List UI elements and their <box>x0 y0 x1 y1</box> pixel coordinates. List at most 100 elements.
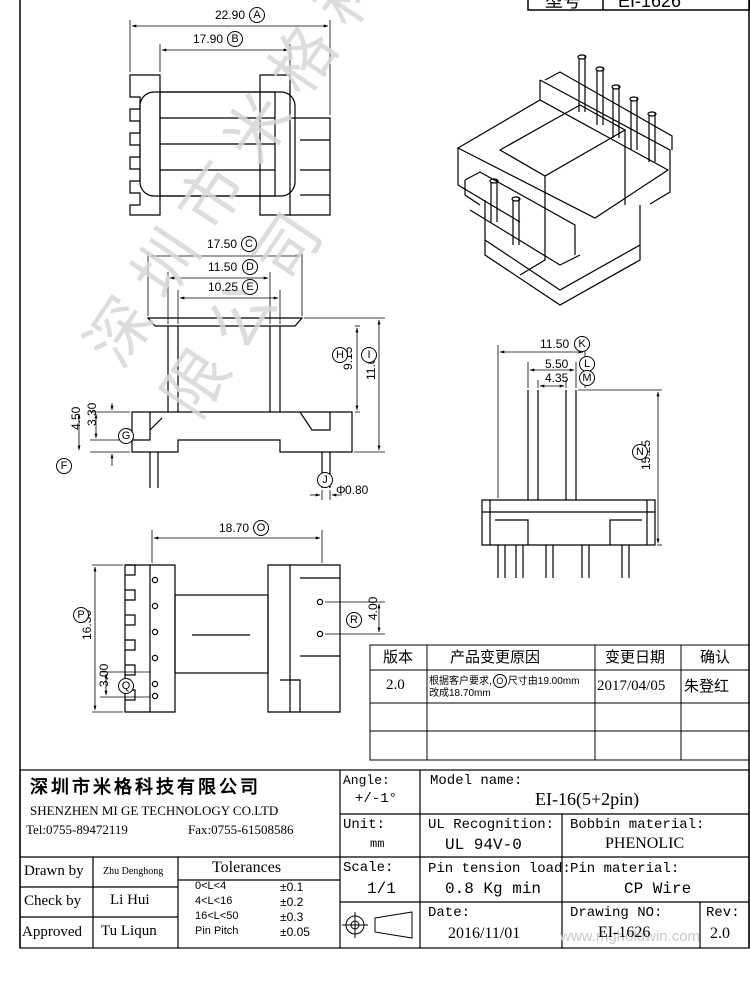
dim-value-d: 11.50 <box>208 260 238 274</box>
rev-header-confirm: 确认 <box>700 649 731 666</box>
rev-row-reason-tag: O <box>492 674 507 688</box>
top-view <box>129 74 331 216</box>
dim-tag-c: C <box>241 236 257 252</box>
unit-value: mm <box>370 837 385 851</box>
drawn-by-label: Drawn by <box>24 863 84 879</box>
rev-value: 2.0 <box>710 925 730 942</box>
dim-tag-f: F <box>56 458 72 474</box>
scale-value: 1/1 <box>367 880 396 898</box>
front-view-dimensions <box>77 252 385 500</box>
rev-row-version: 2.0 <box>386 677 405 693</box>
bobbin-value: PHENOLIC <box>605 835 685 852</box>
dim-value-m: 4.35 <box>545 371 569 385</box>
rev-row-confirm: 朱登红 <box>684 678 730 695</box>
ul-label: UL Recognition: <box>428 817 555 833</box>
tension-value: 0.8 Kg min <box>445 880 542 898</box>
bobbin-label: Bobbin material: <box>570 817 705 833</box>
tolerance-value: ±0.2 <box>280 895 304 909</box>
side-view-dimensions <box>497 345 662 546</box>
dim-value-j: 0.80 <box>345 483 369 497</box>
approved-name: Tu Liqun <box>101 923 157 939</box>
dim-tag-q: Q <box>118 678 134 694</box>
tolerance-value: ±0.05 <box>280 925 310 939</box>
company-tel: Tel:0755-89472119 <box>26 822 128 837</box>
dim-value-f: 4.50 <box>69 406 83 430</box>
angle-value: +/-1° <box>355 791 398 807</box>
tolerance-value: ±0.3 <box>280 910 304 924</box>
dim-tag-n: N <box>632 444 648 460</box>
tolerances-title: Tolerances <box>212 859 282 876</box>
unit-label: Unit: <box>343 817 386 833</box>
dim-tag-d: D <box>242 259 258 275</box>
rev-header-version: 版本 <box>383 649 414 666</box>
pin-material-value: CP Wire <box>624 880 692 898</box>
dim-tag-k: K <box>574 336 590 352</box>
dim-value-g: 3.30 <box>85 402 99 426</box>
dim-value-q: 3.00 <box>97 663 111 687</box>
dim-tag-e: E <box>242 279 258 295</box>
scale-label: Scale: <box>343 860 394 876</box>
rev-header-date: 变更日期 <box>605 649 666 666</box>
dim-tag-h: H <box>332 347 348 363</box>
projection-symbol <box>342 911 413 939</box>
rev-header-reason: 产品变更原因 <box>450 649 541 666</box>
check-by-label: Check by <box>24 893 82 909</box>
dim-tag-i: I <box>361 347 377 363</box>
watermark-url: www.mgholdwin.com <box>560 928 701 945</box>
tolerance-value: ±0.1 <box>280 880 304 894</box>
dim-value-a: 22.90 <box>215 8 246 22</box>
date-value: 2016/11/01 <box>448 925 521 942</box>
tolerance-range: 4<L<16 <box>195 895 233 907</box>
dim-tag-o: O <box>253 520 269 536</box>
revision-table-grid <box>369 644 750 761</box>
top-chip-label: 型号 <box>545 0 581 11</box>
top-chip-value: EI-1626 <box>618 0 682 11</box>
tolerance-range: Pin Pitch <box>195 925 239 937</box>
company-name-en: SHENZHEN MI GE TECHNOLOGY CO.LTD <box>30 803 279 818</box>
tolerance-range: 0<L<4 <box>195 880 227 892</box>
drawing-no-value: EI-1626 <box>598 924 651 941</box>
front-view <box>131 317 353 488</box>
check-by-name: Li Hui <box>110 892 150 908</box>
dim-tag-m: M <box>579 370 595 386</box>
drawing-no-label: Drawing NO: <box>570 905 663 921</box>
dim-tag-g: G <box>118 428 134 444</box>
dim-value-k: 11.50 <box>540 337 570 351</box>
bottom-view-dimensions <box>92 530 385 713</box>
bottom-view <box>124 564 341 713</box>
angle-label: Angle: <box>343 773 390 788</box>
company-name-cn: 深圳市米格科技有限公司 <box>30 777 261 797</box>
dim-tag-a: A <box>249 7 265 23</box>
model-label: Model name: <box>430 773 523 789</box>
approved-label: Approved <box>22 924 82 940</box>
iso-view <box>456 54 673 306</box>
dim-value-b: 17.90 <box>193 32 224 46</box>
side-view <box>481 390 656 578</box>
pin-material-label: Pin material: <box>570 861 680 877</box>
dim-prefix-j: Φ <box>336 483 346 497</box>
dim-value-e: 10.25 <box>208 280 239 294</box>
rev-label: Rev: <box>706 905 740 921</box>
tension-label: Pin tension load: <box>428 861 571 877</box>
dim-value-l: 5.50 <box>545 357 569 371</box>
date-label: Date: <box>428 905 471 921</box>
rev-row-reason-suffix: 尺寸由19.00mm <box>507 676 580 687</box>
model-value: EI-16(5+2pin) <box>535 789 640 809</box>
top-view-dimensions <box>129 20 331 115</box>
rev-row-reason-prefix: 根据客户要求, <box>429 676 492 687</box>
dim-tag-j: J <box>317 472 333 488</box>
title-block-grid <box>19 769 750 949</box>
dim-tag-r: R <box>346 612 362 628</box>
dim-value-c: 17.50 <box>207 237 238 251</box>
drawn-by-name: Zhu Denghong <box>103 866 164 877</box>
tolerance-range: 16<L<50 <box>195 910 239 922</box>
rev-row-date: 2017/04/05 <box>597 678 666 694</box>
company-fax: Fax:0755-61508586 <box>188 822 294 837</box>
dim-tag-b: B <box>227 31 243 47</box>
dim-value-r: 4.00 <box>366 596 380 620</box>
dim-value-o: 18.70 <box>219 521 250 535</box>
dim-tag-p: P <box>73 607 89 623</box>
ul-value: UL 94V-0 <box>445 836 522 854</box>
